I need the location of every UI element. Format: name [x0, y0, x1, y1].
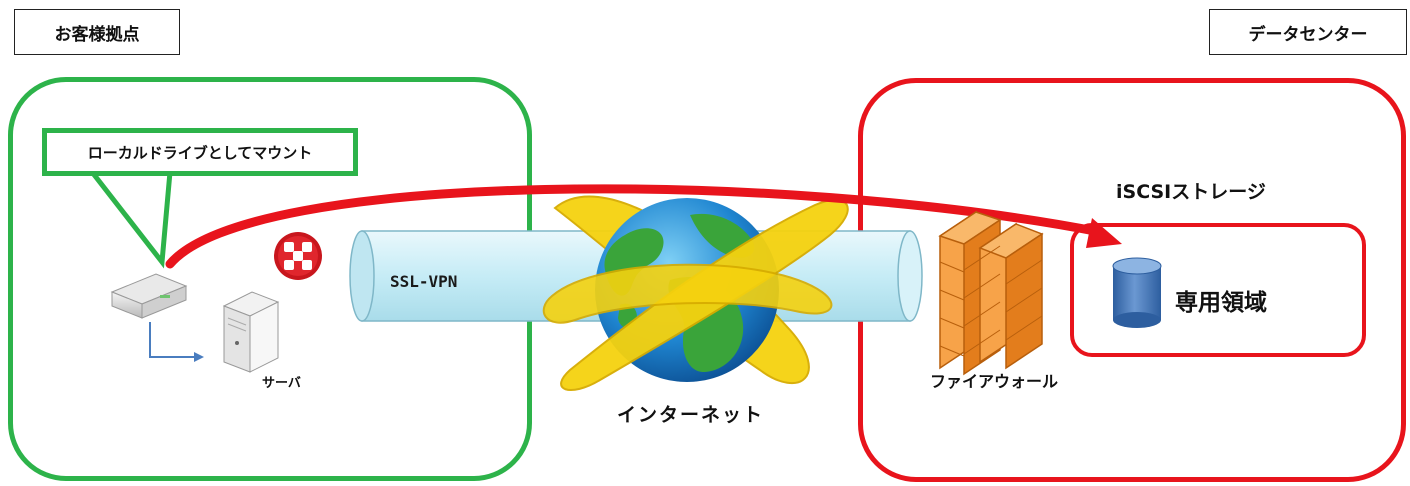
nas-drive-icon [110, 273, 188, 319]
server-tower-icon [222, 291, 280, 373]
mount-callout: ローカルドライブとしてマウント [42, 128, 358, 176]
storage-title: iSCSIストレージ [1116, 181, 1266, 203]
firewall-label: ファイアウォール [930, 372, 1059, 391]
globe-icon [542, 195, 849, 392]
internet-label: インターネット [617, 404, 765, 426]
datacenter-label: データセンター [1209, 9, 1407, 55]
vpn-appliance-icon [274, 232, 322, 280]
customer-site-label: お客様拠点 [14, 9, 180, 55]
server-label: サーバ [262, 376, 301, 391]
callout-pointer [86, 169, 173, 269]
storage-cylinder-icon [1112, 257, 1162, 328]
firewall-icon [938, 210, 1044, 376]
mount-arrow [165, 184, 1122, 269]
dedicated-area-label: 専用領域 [1175, 290, 1267, 316]
nas-server-link [149, 322, 194, 358]
vpn-label: SSL-VPN [390, 272, 458, 291]
